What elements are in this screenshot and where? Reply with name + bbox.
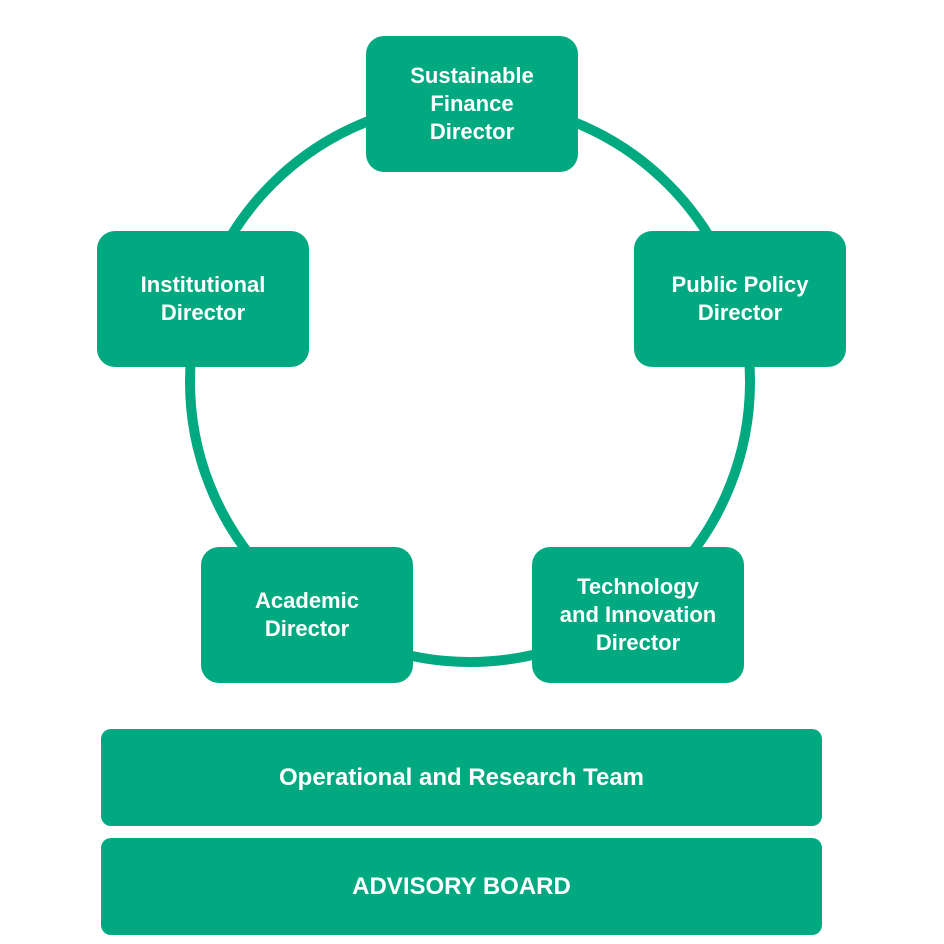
sustainable-finance-director-box: Sustainable Finance Director [366,36,578,172]
academic-director-box: Academic Director [201,547,413,683]
technology-innovation-director-box: Technology and Innovation Director [532,547,744,683]
technology-innovation-line-2: and Innovation [559,602,717,627]
public-policy-line-2: Director [697,300,783,325]
academic-line-2: Director [264,616,350,641]
sustainable-finance-line-2: Finance [430,91,514,116]
sustainable-finance-line-3: Director [429,119,515,144]
advisory-board-bar: ADVISORY BOARD [101,838,822,935]
sustainable-finance-director-label: Sustainable Finance Director [410,62,533,146]
institutional-line-2: Director [160,300,246,325]
academic-director-label: Academic Director [255,587,359,643]
institutional-line-1: Institutional [140,272,266,297]
institutional-director-box: Institutional Director [97,231,309,367]
public-policy-director-box: Public Policy Director [634,231,846,367]
operational-research-team-bar: Operational and Research Team [101,729,822,826]
operational-research-team-label: Operational and Research Team [278,763,644,791]
academic-line-1: Academic [255,588,359,613]
public-policy-line-1: Public Policy [671,272,809,297]
technology-innovation-line-1: Technology [577,574,699,599]
advisory-board-label: ADVISORY BOARD [352,872,571,900]
public-policy-director-label: Public Policy Director [672,271,809,327]
sustainable-finance-line-1: Sustainable [410,63,534,88]
technology-innovation-line-3: Director [595,630,681,655]
technology-innovation-director-label: Technology and Innovation Director [560,573,716,657]
institutional-director-label: Institutional Director [141,271,266,327]
